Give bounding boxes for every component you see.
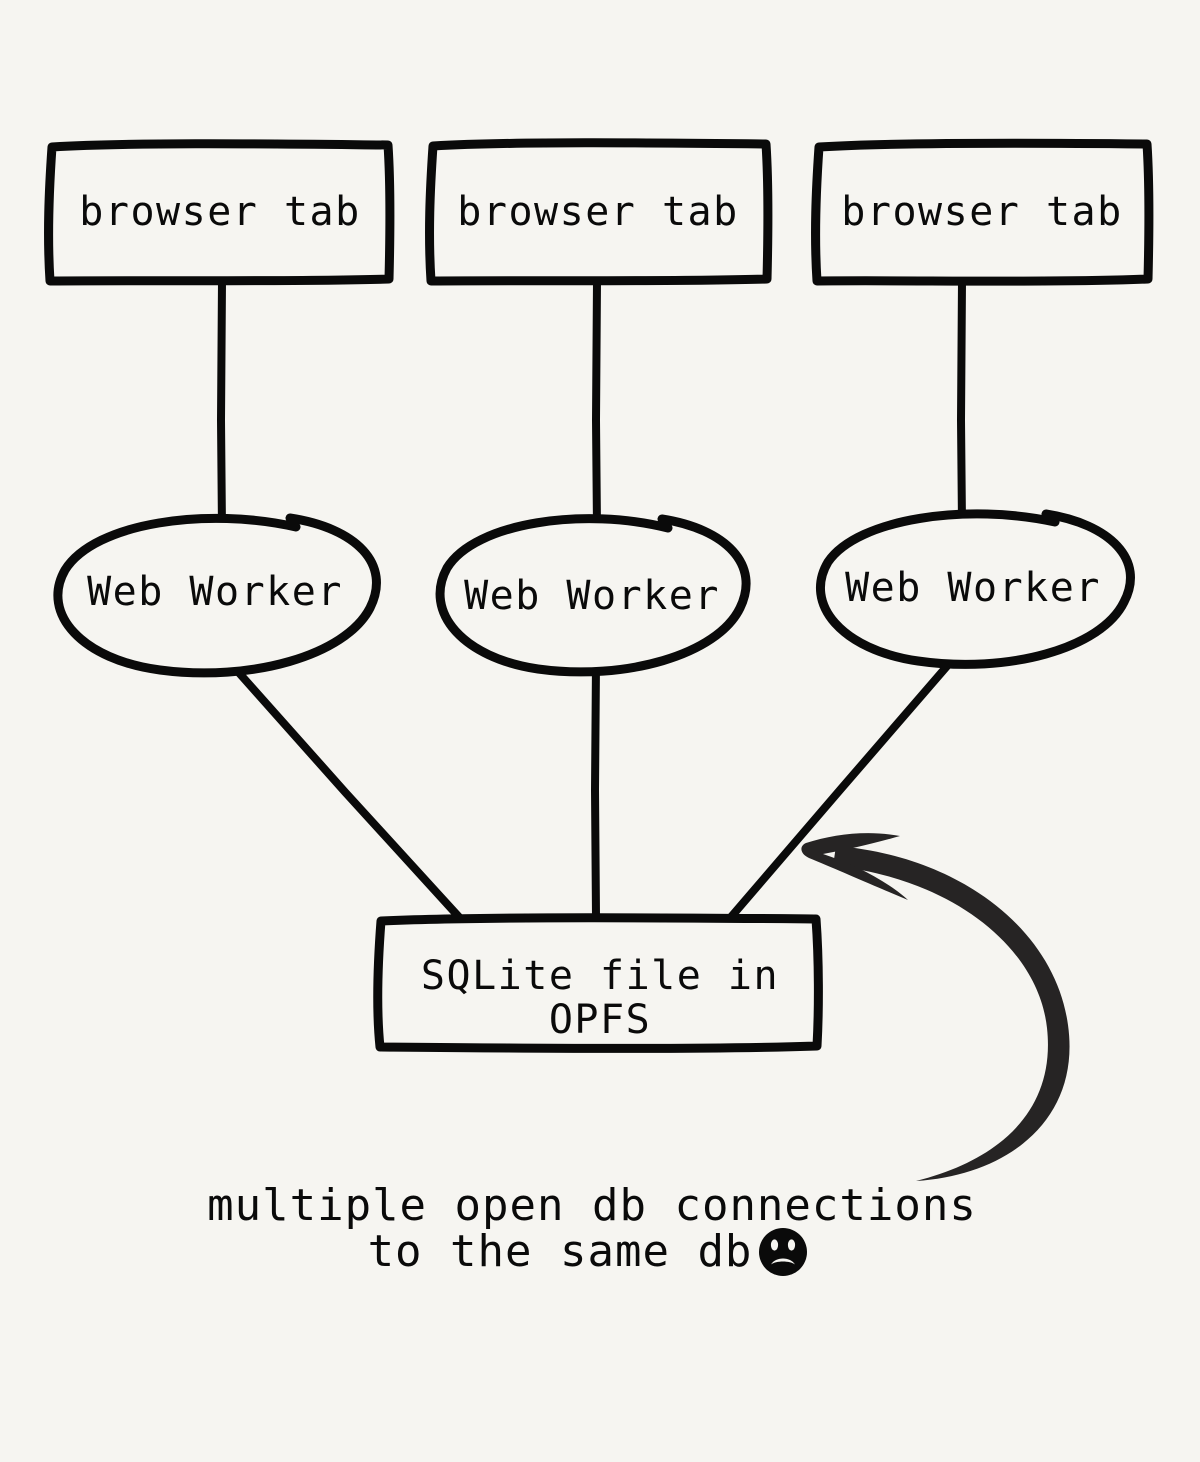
web-worker-2-border: [435, 514, 751, 677]
annotation-caption-line-1: multiple open db connections: [207, 1180, 977, 1231]
browser-tab-2-label: browser tab: [457, 189, 738, 235]
annotation-arrow-head: [801, 833, 908, 900]
browser-tab-3[interactable]: browser tab: [811, 138, 1154, 286]
sqlite-opfs-store-label-line-2: OPFS: [549, 997, 651, 1043]
annotation-arrow-shaft: [833, 846, 1070, 1181]
web-worker-2-label: Web Worker: [464, 573, 720, 619]
connector-tab-3-to-worker-3: [957, 277, 966, 528]
browser-tab-1[interactable]: browser tab: [44, 139, 395, 286]
connector-worker-2-to-store: [591, 659, 600, 921]
web-worker-1-label: Web Worker: [87, 569, 343, 615]
browser-tab-3-border: [811, 138, 1154, 286]
frowning-face-icon: [759, 1228, 807, 1276]
sqlite-opfs-store-border: [373, 913, 823, 1053]
annotation-arrow: [801, 833, 1070, 1181]
web-worker-1-border: [53, 513, 381, 678]
web-worker-3-border: [815, 509, 1135, 669]
browser-tab-2-border: [425, 138, 773, 286]
connector-worker-3-to-store: [727, 661, 952, 921]
sqlite-opfs-store[interactable]: SQLite file in OPFS: [373, 913, 823, 1053]
connector-group-worker-to-store: [228, 659, 952, 921]
annotation-caption: multiple open db connections to the same…: [207, 1180, 977, 1277]
connector-group-tab-to-worker: [217, 277, 966, 534]
sqlite-opfs-store-label-line-1: SQLite file in: [421, 953, 779, 999]
connector-tab-1-to-worker-1: [217, 277, 226, 534]
browser-tab-3-label: browser tab: [841, 189, 1122, 235]
annotation-caption-line-2: to the same db: [368, 1226, 753, 1277]
connector-worker-1-to-store: [228, 661, 463, 921]
connector-tab-2-to-worker-2: [592, 277, 601, 532]
browser-tab-1-label: browser tab: [79, 189, 360, 235]
browser-tab-1-border: [44, 139, 395, 286]
web-worker-3-label: Web Worker: [845, 565, 1101, 611]
web-worker-3[interactable]: Web Worker: [815, 509, 1135, 669]
web-worker-1[interactable]: Web Worker: [53, 513, 381, 678]
browser-tab-2[interactable]: browser tab: [425, 138, 773, 286]
web-worker-2[interactable]: Web Worker: [435, 514, 751, 677]
